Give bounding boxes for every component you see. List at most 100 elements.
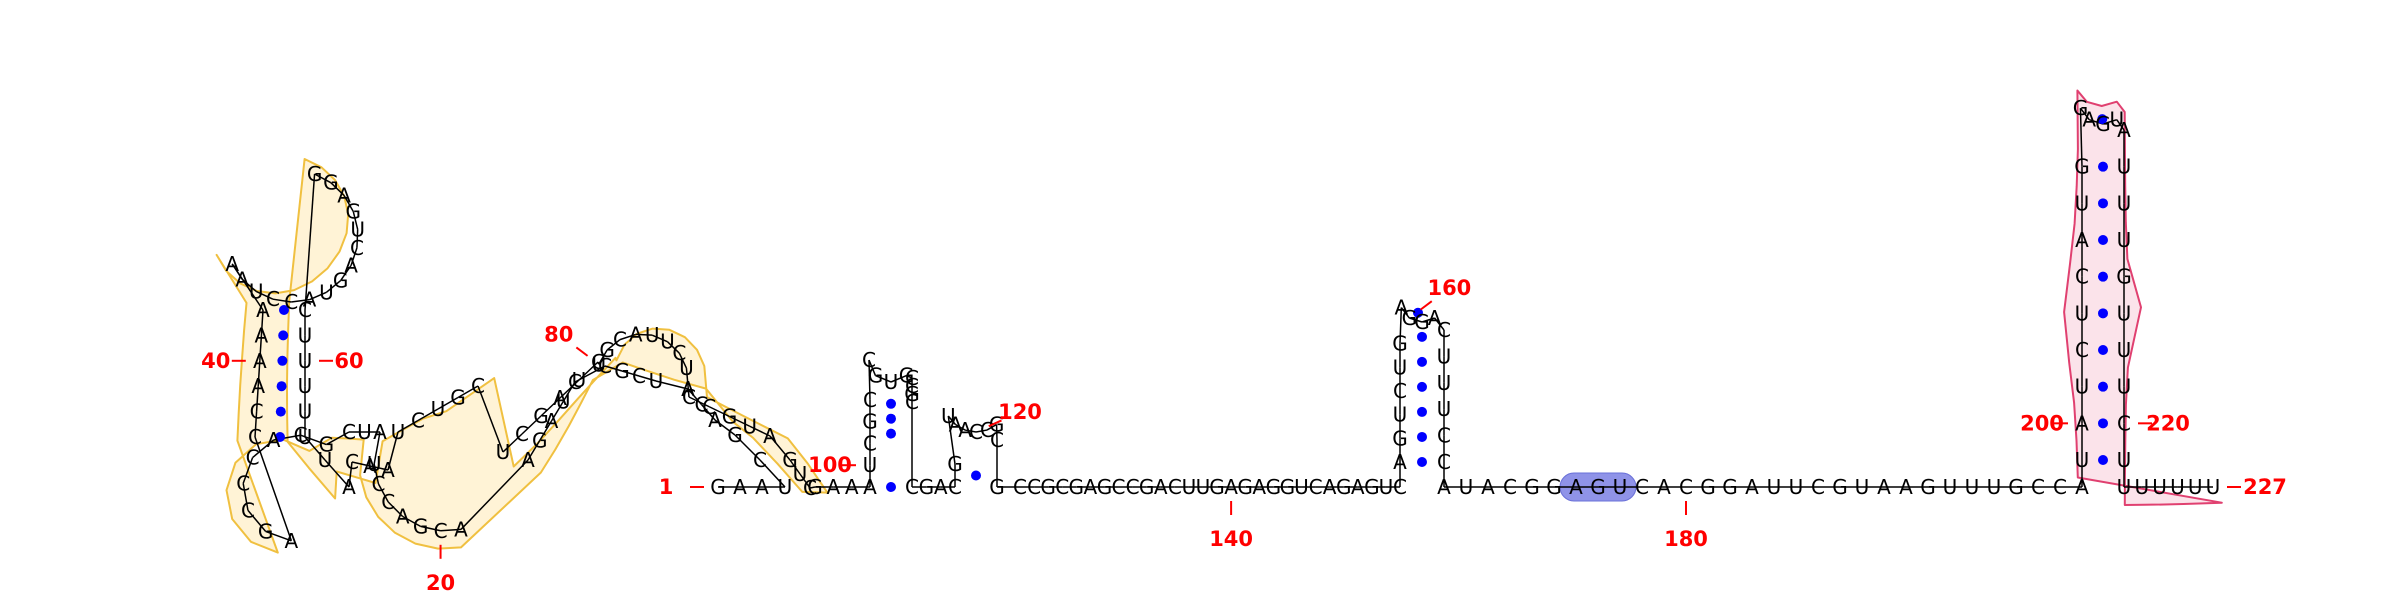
nucleotide: U: [2075, 191, 2090, 215]
nucleotide: A: [1252, 475, 1266, 499]
nucleotide: A: [303, 288, 317, 312]
base-pair-dot: [886, 398, 896, 409]
base-pair-dot: [2097, 114, 2108, 125]
backbone-segment: [539, 420, 553, 441]
nucleotide: C: [1168, 475, 1182, 499]
nucleotide: U: [556, 390, 571, 414]
nucleotide: U: [2152, 475, 2167, 499]
nucleotide: G: [307, 162, 323, 186]
backbone-segment: [986, 423, 997, 431]
nucleotide: A: [235, 267, 249, 291]
nucleotide: A: [1394, 296, 1408, 320]
nucleotide: U: [863, 453, 878, 477]
nucleotide: A: [1569, 475, 1583, 499]
backbone-segment: [340, 264, 352, 282]
nucleotide: G: [1392, 332, 1408, 356]
nucleotide: G: [1097, 475, 1113, 499]
nucleotide: G: [1722, 475, 1738, 499]
backbone-segment: [734, 434, 761, 461]
nucleotide: A: [253, 349, 267, 373]
nucleotide: C: [266, 287, 280, 311]
backbone-segment: [890, 374, 907, 383]
nucleotide: A: [949, 413, 963, 437]
nucleotide: G: [782, 448, 798, 472]
nucleotide: C: [803, 476, 817, 500]
base-pair-dot: [971, 470, 981, 481]
nucleotide: G: [919, 475, 935, 499]
nucleotide: U: [1196, 475, 1211, 499]
backbone-segment: [330, 182, 345, 197]
nucleotide: C: [613, 328, 627, 352]
base-pair-dot: [2098, 271, 2108, 282]
nucleotide: G: [722, 405, 738, 429]
backbone-segment: [688, 396, 710, 408]
backbone-segment: [868, 359, 877, 376]
backbone-segment: [527, 440, 541, 461]
nucleotide: A: [1224, 475, 1238, 499]
backbone-segment: [868, 359, 871, 400]
nucleotide: A: [733, 475, 747, 499]
backbone-segment: [521, 415, 542, 435]
nucleotide: G: [1069, 475, 1085, 499]
nucleotide: U: [591, 352, 606, 376]
nucleotide: U: [1393, 403, 1408, 427]
nucleotide: C: [236, 471, 250, 495]
backbone-segment: [254, 411, 258, 438]
domain-highlight-2: [2063, 89, 2223, 506]
nucleotide: C: [1013, 475, 1027, 499]
nucleotide: C: [2075, 338, 2089, 362]
backbone-segment: [619, 333, 636, 341]
nucleotide: G: [1700, 475, 1716, 499]
nucleotide: U: [318, 448, 333, 472]
nucleotide: A: [1428, 306, 1442, 330]
nucleotide: A: [267, 428, 281, 452]
nucleotide: A: [342, 475, 356, 499]
nucleotide: G: [2116, 265, 2132, 289]
nucleotide: C: [2053, 475, 2067, 499]
nucleotide: U: [1379, 475, 1394, 499]
nucleotide: C: [905, 366, 919, 390]
position-number-label: 160: [1427, 276, 1471, 300]
nucleotide: U: [298, 425, 313, 449]
nucleotide: U: [679, 356, 694, 380]
nucleotide: U: [2075, 301, 2090, 325]
nucleotide: A: [1084, 475, 1098, 499]
nucleotide: U: [298, 374, 313, 398]
nucleotide: G: [1590, 475, 1606, 499]
nucleotide: C: [2117, 411, 2131, 435]
nucleotide: A: [934, 475, 948, 499]
nucleotide: A: [2075, 475, 2089, 499]
nucleotide: A: [958, 418, 972, 442]
backbone-segment: [906, 374, 913, 379]
base-pair-dot: [1417, 457, 1427, 467]
backbone-segment: [272, 298, 292, 303]
nucleotide: A: [755, 475, 769, 499]
nucleotide: A: [396, 505, 410, 529]
nucleotide: A: [629, 322, 643, 346]
nucleotide: U: [1987, 475, 2002, 499]
nucleotide: G: [346, 200, 362, 224]
backbone-segment: [955, 423, 966, 431]
nucleotide: G: [1832, 475, 1848, 499]
base-pair-dot: [2098, 345, 2108, 355]
nucleotide: A: [2082, 108, 2096, 132]
backbone-segment: [457, 385, 479, 399]
nucleotide: C: [1112, 475, 1126, 499]
nucleotide: G: [989, 475, 1005, 499]
backbone-segment: [655, 380, 689, 390]
backbone-segment: [348, 461, 353, 488]
backbone-segment: [255, 386, 259, 412]
base-pair-layer: [275, 114, 2108, 492]
nucleotide: G: [2095, 112, 2111, 136]
nucleotide: C: [342, 420, 356, 444]
nucleotide: U: [778, 475, 793, 499]
backbone-segment: [550, 401, 564, 422]
nucleotide: A: [1351, 475, 1365, 499]
nucleotide: U: [298, 400, 313, 424]
backbone-segment: [304, 436, 326, 461]
backbone-segment: [247, 509, 267, 532]
nucleotide: U: [2117, 155, 2132, 179]
backbone-segment: [420, 525, 441, 532]
nucleotide: C: [2031, 475, 2045, 499]
